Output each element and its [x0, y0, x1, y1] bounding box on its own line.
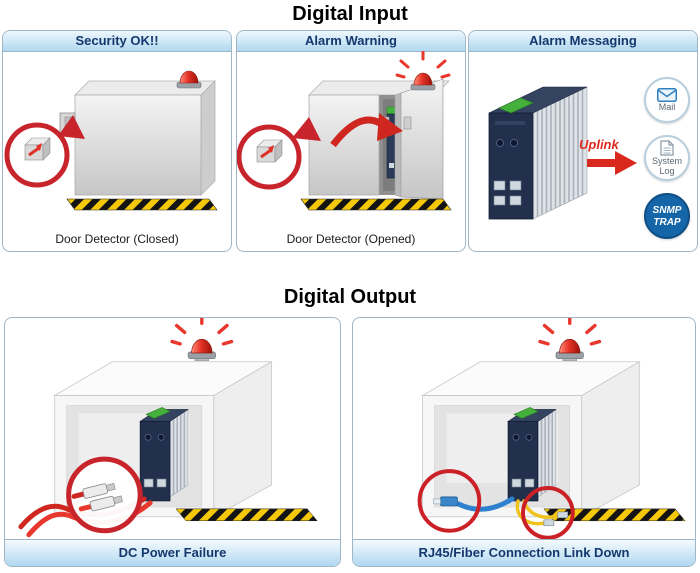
panel-body-alarm-messaging: Uplink Mail System Log SNMP TRAP: [469, 51, 697, 251]
beacon-rays: [170, 318, 234, 346]
uplink-label: Uplink: [579, 137, 619, 152]
panel-alarm-messaging: Alarm Messaging: [468, 30, 698, 252]
heatsink-fins: [536, 89, 584, 217]
system-log-target: System Log: [644, 135, 690, 181]
rj45-highlight-circle: [417, 469, 482, 533]
caption-dc-power-failure: DC Power Failure: [5, 539, 340, 566]
system-log-label: System Log: [651, 156, 682, 176]
magnifier-icon: [4, 115, 85, 188]
terminal-block: [498, 97, 534, 114]
beacon-rays: [395, 51, 451, 79]
mail-target: Mail: [644, 77, 690, 123]
security-ok-illustration: [4, 70, 218, 211]
alarm-beacon-flashing-icon: [170, 318, 234, 360]
dc-power-failure-illustration: [18, 318, 318, 538]
power-plug-closeup: [71, 483, 123, 512]
panel-body-link-down: [353, 318, 695, 540]
digital-input-title: Digital Input: [292, 3, 408, 25]
mail-icon: [657, 87, 677, 102]
snmp-trap-target: SNMP TRAP: [644, 193, 690, 239]
alarm-warning-illustration: [237, 51, 452, 211]
panel-header-alarm-warning: Alarm Warning: [237, 31, 465, 52]
link-down-illustration: [417, 318, 686, 540]
open-cabinet: [421, 361, 641, 518]
uplink-arrow-icon: [587, 151, 637, 175]
snmp-label-line2: TRAP: [653, 216, 681, 228]
heatsink-fins: [172, 411, 186, 495]
snmp-label-line1: SNMP: [652, 204, 682, 216]
heatsink-fins: [540, 411, 554, 495]
panel-alarm-warning: Alarm Warning: [236, 30, 466, 252]
switch-device-illustration: [488, 86, 637, 220]
alarm-beacon-icon: [176, 70, 202, 89]
beacon-rays: [538, 318, 602, 346]
digital-output-title: Digital Output: [283, 286, 417, 308]
detector-closeup: [256, 139, 283, 163]
industrial-switch: [139, 407, 189, 502]
cabinet: [74, 80, 216, 196]
open-arrow: [330, 113, 403, 148]
fiber-highlight-circle: [521, 486, 575, 540]
panel-body-alarm-warning: Door Detector (Opened): [237, 51, 465, 251]
panel-header-security-ok: Security OK!!: [3, 31, 231, 52]
caption-door-closed: Door Detector (Closed): [55, 232, 179, 246]
document-icon: [660, 140, 674, 156]
panel-dc-power-failure: DC Power Failure: [4, 317, 341, 567]
panel-body-dc-power: [5, 318, 340, 540]
panel-security-ok: Security OK!!: [2, 30, 232, 252]
hazard-stripes: [66, 198, 218, 211]
panel-header-alarm-messaging: Alarm Messaging: [469, 31, 697, 52]
rj45-cable: [433, 496, 515, 512]
hazard-stripes: [300, 198, 452, 211]
panel-link-down: RJ45/Fiber Connection Link Down: [352, 317, 696, 567]
alarm-beacon-flashing-icon: [395, 51, 451, 91]
caption-link-down: RJ45/Fiber Connection Link Down: [353, 539, 695, 566]
industrial-switch: [488, 86, 588, 220]
hazard-stripes: [175, 508, 318, 522]
magnifier-icon: [66, 456, 143, 534]
mail-label: Mail: [658, 101, 676, 112]
terminal-block: [513, 407, 539, 419]
industrial-switch: [507, 407, 557, 502]
terminal-block: [145, 407, 171, 419]
panel-body-security-ok: Door Detector (Closed): [3, 51, 231, 251]
alarm-beacon-flashing-icon: [538, 318, 602, 360]
detector-closeup: [24, 137, 51, 161]
caption-door-opened: Door Detector (Opened): [286, 232, 416, 246]
magnifier-icon: [237, 117, 321, 190]
